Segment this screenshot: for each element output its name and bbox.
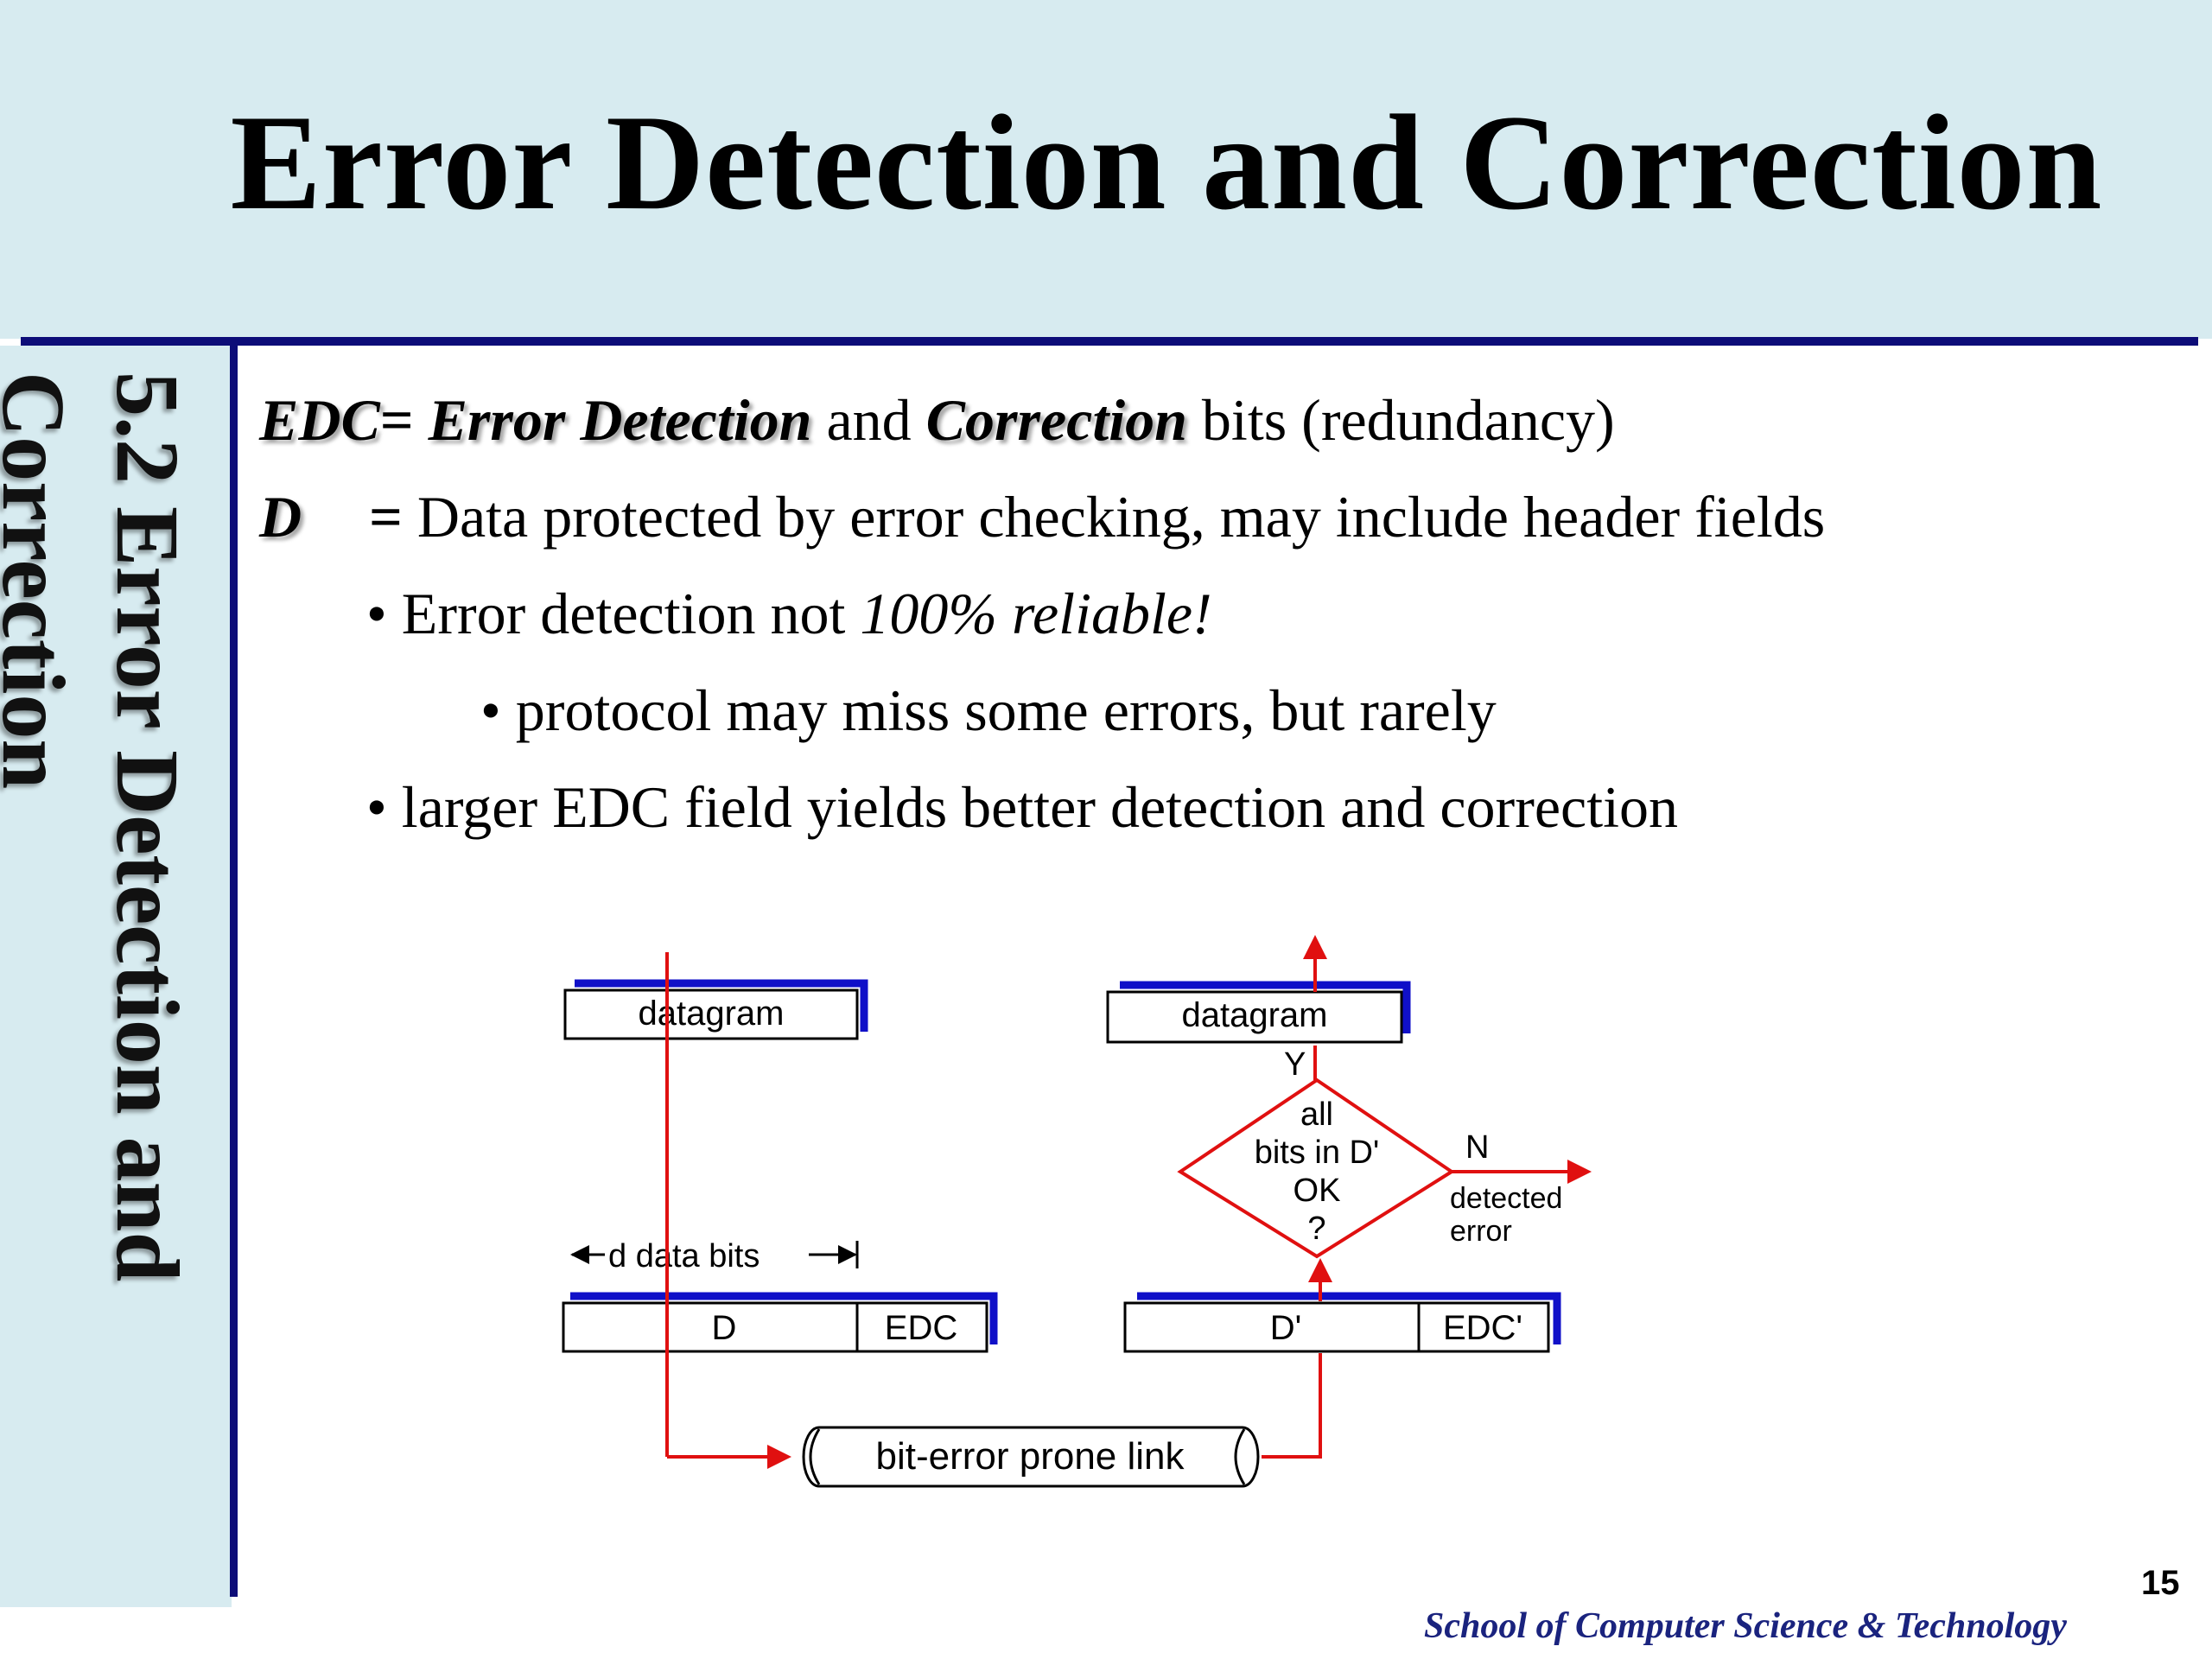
decision-line-1: all <box>1300 1096 1333 1133</box>
bit-error-link: bit-error prone link <box>802 1426 1260 1488</box>
d-term: D <box>259 484 302 550</box>
edc-equals: = <box>379 387 429 453</box>
receiver-d-field: D' <box>1270 1309 1302 1347</box>
bullet-reliability-text: • Error detection not <box>366 581 861 646</box>
receiver-edc-field: EDC' <box>1443 1309 1522 1347</box>
no-label: N <box>1465 1129 1489 1166</box>
sender-d-field: D <box>712 1309 737 1347</box>
data-bits-label: d data bits <box>608 1238 760 1274</box>
edc-term: EDC <box>259 387 380 453</box>
bullet-edc-field: • larger EDC field yields better detecti… <box>366 774 1678 840</box>
edc-rest: bits (redundancy) <box>1186 387 1615 453</box>
section-sidebar <box>0 346 232 1607</box>
school-footer: School of Computer Science & Technology <box>1424 1606 2067 1646</box>
edc-correction-term: Correction <box>925 387 1187 453</box>
d-equals: = <box>369 484 403 550</box>
link-to-receiver-line <box>1262 1353 1322 1459</box>
edc-and: and <box>811 387 926 453</box>
detected-error-line-2: error <box>1450 1215 1512 1248</box>
receiver-datagram-box: datagram <box>1106 981 1411 1044</box>
bullet-reliability: • Error detection not 100% reliable! <box>366 584 1212 643</box>
d-rest: Data protected by error checking, may in… <box>402 484 1826 550</box>
sidebar-divider <box>230 342 238 1597</box>
edc-detection-term: Error Detection <box>428 387 812 453</box>
decision-line-3: OK <box>1294 1173 1341 1209</box>
page-number: 15 <box>2141 1564 2180 1602</box>
link-label: bit-error prone link <box>875 1435 1185 1478</box>
receiver-datagram-label: datagram <box>1182 996 1328 1034</box>
slide-title: Error Detection and Correction <box>230 87 2103 238</box>
decision-line-4: ? <box>1307 1211 1325 1247</box>
title-banner <box>0 0 2212 339</box>
yes-label: Y <box>1284 1046 1306 1083</box>
data-bits-dimension: d data bits <box>570 1238 859 1274</box>
decision-line-2: bits in D' <box>1255 1135 1380 1171</box>
d-definition: D= Data protected by error checking, may… <box>259 487 1825 546</box>
sub-bullet-protocol: • protocol may miss some errors, but rar… <box>480 677 1497 743</box>
receiver-frame: D' EDC' <box>1123 1292 1561 1353</box>
sender-datagram-label: datagram <box>639 995 785 1033</box>
sender-frame: D EDC <box>562 1292 998 1353</box>
detected-error-line-1: detected <box>1450 1182 1562 1215</box>
sender-edc-field: EDC <box>885 1309 957 1347</box>
bullet-reliability-emphasis: 100% reliable! <box>860 581 1212 646</box>
sender-datagram-box: datagram <box>563 979 868 1040</box>
header-divider <box>21 337 2198 346</box>
bits-ok-decision: all bits in D' OK ? <box>1177 1077 1455 1259</box>
edc-definition: EDC= Error Detection and Correction bits… <box>259 391 1615 449</box>
